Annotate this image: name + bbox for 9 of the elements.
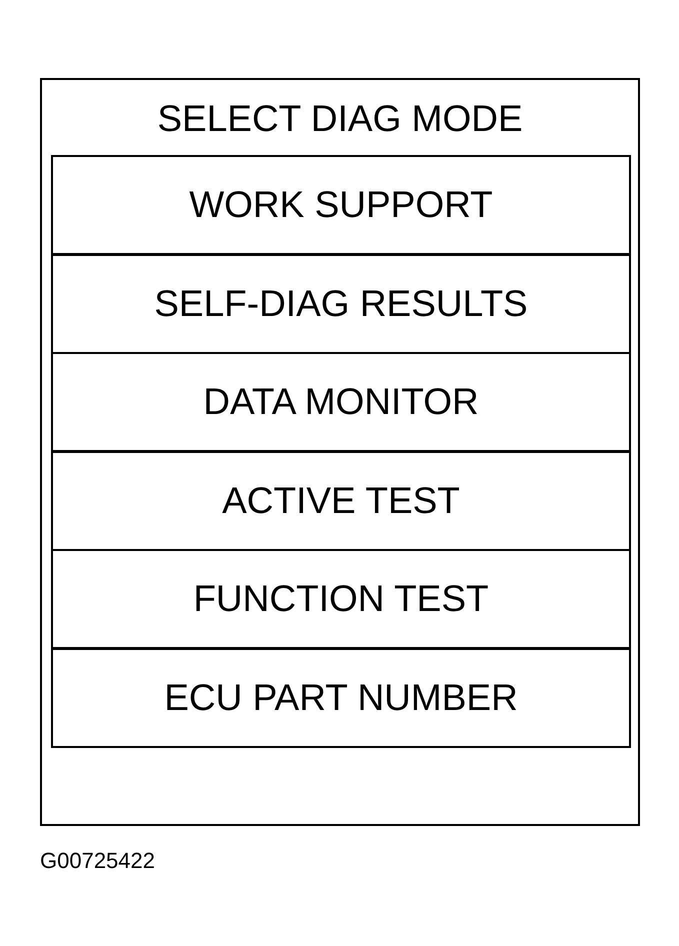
menu-item: FUNCTION TEST bbox=[51, 549, 631, 649]
screen-panel bbox=[40, 78, 640, 826]
screen-title: SELECT DIAG MODE bbox=[156, 98, 524, 140]
menu-item: DATA MONITOR bbox=[51, 352, 631, 452]
menu-item: SELF-DIAG RESULTS bbox=[51, 254, 631, 354]
menu-item: WORK SUPPORT bbox=[51, 155, 631, 255]
figure-code: G00725422 bbox=[40, 848, 155, 874]
menu-item: ECU PART NUMBER bbox=[51, 648, 631, 748]
menu-item: ACTIVE TEST bbox=[51, 450, 631, 550]
